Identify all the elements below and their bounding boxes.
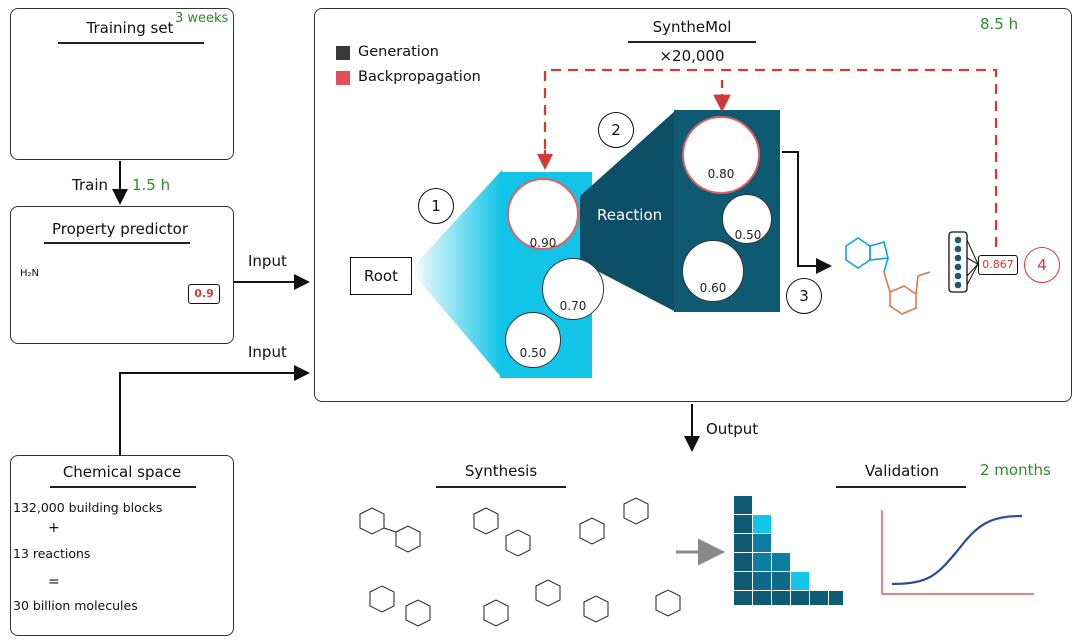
mol-circle-090 bbox=[507, 178, 579, 250]
chemspace-line1: 132,000 building blocks bbox=[13, 500, 163, 515]
input-label-bottom: Input bbox=[248, 343, 287, 361]
chemspace-panel bbox=[10, 455, 234, 636]
synthesis-molecules bbox=[359, 497, 681, 627]
step-4-marker: 4 bbox=[1024, 247, 1060, 283]
train-label: Train bbox=[72, 176, 108, 194]
input-arrow-bottom bbox=[119, 365, 310, 455]
legend-generation-label: Generation bbox=[358, 44, 439, 60]
score-060: 0.60 bbox=[699, 281, 727, 295]
score-050b: 0.50 bbox=[734, 228, 762, 242]
synthemol-multiplier: ×20,000 bbox=[659, 47, 725, 65]
final-score: 0.867 bbox=[978, 255, 1018, 275]
input-label-top: Input bbox=[248, 252, 287, 270]
training-title: Training set bbox=[86, 19, 174, 37]
chemspace-plus: + bbox=[48, 520, 60, 536]
mol-circle-080 bbox=[682, 116, 760, 194]
root-node: Root bbox=[350, 257, 412, 295]
predictor-title: Property predictor bbox=[52, 220, 188, 238]
score-090: 0.90 bbox=[529, 236, 557, 250]
synthesis-title: Synthesis bbox=[464, 462, 538, 480]
validation-time: 2 months bbox=[980, 461, 1051, 479]
synthemol-title-underline bbox=[628, 41, 756, 43]
training-title-underline bbox=[58, 42, 204, 44]
training-panel bbox=[10, 8, 234, 160]
step-1-marker: 1 bbox=[418, 188, 454, 224]
step-2-marker: 2 bbox=[598, 112, 634, 148]
mol-circle-050b bbox=[722, 194, 772, 244]
step-3-marker: 3 bbox=[786, 278, 822, 314]
mol-circle-050a bbox=[505, 312, 561, 368]
validation-heatmap bbox=[734, 496, 843, 605]
predictor-h2n: H₂N bbox=[20, 268, 40, 279]
reaction-label: Reaction bbox=[597, 206, 663, 224]
chemspace-title-underline bbox=[50, 486, 196, 488]
validation-title-underline bbox=[836, 486, 966, 488]
legend-backprop-label: Backpropagation bbox=[358, 69, 481, 85]
mol-circle-070 bbox=[542, 258, 604, 320]
output-label: Output bbox=[706, 420, 759, 438]
chemspace-line2: 13 reactions bbox=[13, 546, 91, 561]
synthesis-title-underline bbox=[436, 486, 566, 488]
legend-backprop-swatch bbox=[336, 71, 350, 85]
score-050a: 0.50 bbox=[519, 346, 547, 360]
training-time: 3 weeks bbox=[175, 11, 229, 26]
validation-title: Validation bbox=[864, 462, 940, 480]
mol-circle-060 bbox=[682, 240, 744, 302]
chemspace-title: Chemical space bbox=[62, 463, 182, 481]
chemspace-equals: = bbox=[48, 574, 60, 590]
train-time: 1.5 h bbox=[132, 176, 171, 194]
validation-curve bbox=[881, 510, 1034, 595]
score-080: 0.80 bbox=[707, 167, 735, 181]
score-070: 0.70 bbox=[559, 299, 587, 313]
synthemol-time: 8.5 h bbox=[980, 15, 1019, 33]
chemspace-line3: 30 billion molecules bbox=[13, 598, 138, 613]
synthemol-title: SyntheMol bbox=[652, 18, 732, 36]
predictor-panel bbox=[10, 206, 234, 344]
legend-generation-swatch bbox=[336, 46, 350, 60]
predictor-value: 0.9 bbox=[188, 284, 220, 304]
predictor-title-underline bbox=[44, 242, 190, 244]
